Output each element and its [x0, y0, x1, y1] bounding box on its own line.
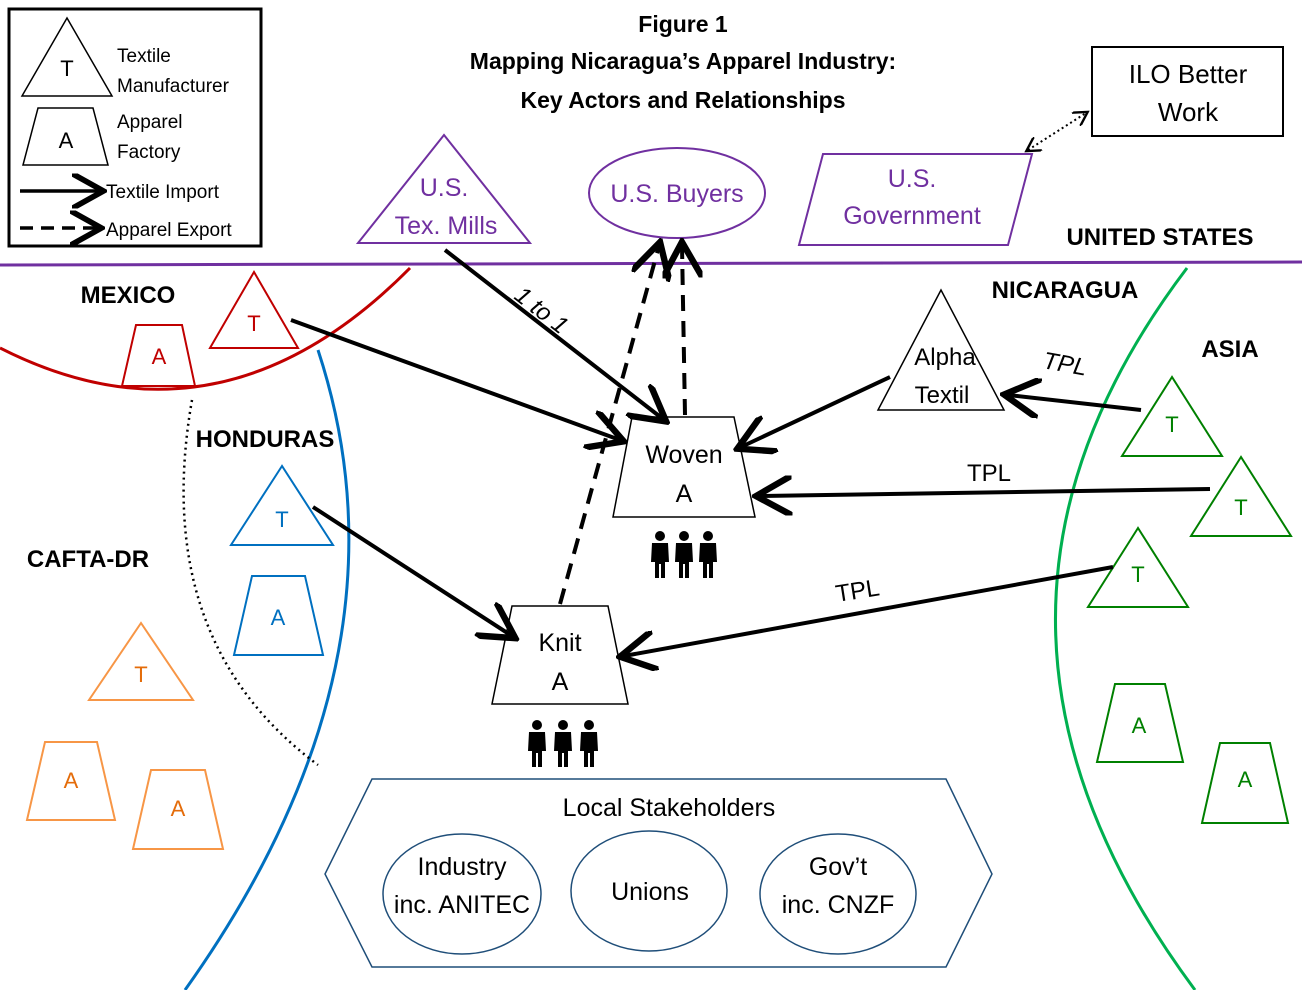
knit-apparel-factory: Knit A	[491, 605, 629, 705]
industry-line1: Industry	[418, 853, 507, 881]
import-arrow-honduras-to-knit	[311, 505, 512, 636]
honduras-boundary	[183, 349, 351, 990]
knit-line1: Knit	[538, 629, 581, 657]
ilo-line2: Work	[1158, 97, 1219, 127]
legend-textile-letter: T	[60, 56, 73, 81]
legend-import-label: Textile Import	[106, 182, 220, 203]
cafta-apparel-1-letter: A	[64, 768, 79, 793]
knit-workers-icon	[528, 720, 598, 767]
mexico-textile: T	[208, 270, 300, 349]
us-buyers-label: U.S. Buyers	[610, 180, 743, 208]
industry-line2: inc. ANITEC	[394, 891, 530, 919]
woven-apparel-factory: Woven A	[612, 416, 756, 518]
legend-apparel-line2: Factory	[117, 142, 181, 163]
mexico-apparel: A	[120, 324, 197, 387]
woven-line1: Woven	[645, 441, 722, 469]
us-mills-line1: U.S.	[420, 174, 469, 202]
legend-apparel-trapezoid	[22, 107, 109, 166]
region-label-cafta: CAFTA-DR	[27, 546, 149, 573]
mexico-apparel-letter: A	[152, 344, 167, 369]
import-arrow-us-mills-to-woven	[443, 248, 663, 419]
region-label-honduras: HONDURAS	[196, 426, 335, 453]
stakeholders-title: Local Stakeholders	[563, 794, 776, 822]
figure-title-line2: Key Actors and Relationships	[520, 87, 845, 113]
us-border-line	[0, 260, 1302, 267]
legend-textile-line2: Manufacturer	[117, 76, 230, 97]
export-arrow-knit-to-buyers	[558, 246, 659, 605]
tpl-label-3: TPL	[834, 574, 882, 608]
unions-label: Unions	[611, 878, 689, 906]
asia-textile-1: T	[1120, 375, 1224, 457]
import-arrow-asia-to-woven	[760, 489, 1211, 496]
cafta-textile: T	[87, 621, 195, 701]
asia-apparel-2-letter: A	[1238, 767, 1253, 792]
gov-line1: Gov’t	[809, 853, 867, 881]
honduras-textile-letter: T	[275, 507, 288, 532]
woven-line2: A	[676, 480, 693, 508]
ilo-line1: ILO Better	[1129, 59, 1248, 89]
asia-textile-3-letter: T	[1131, 562, 1144, 587]
honduras-apparel: A	[232, 575, 325, 656]
region-label-asia: ASIA	[1201, 336, 1258, 363]
asia-apparel-1-letter: A	[1132, 713, 1147, 738]
asia-boundary	[1054, 267, 1197, 990]
legend-apparel-line1: Apparel	[117, 112, 183, 133]
import-arrow-asia-to-alpha	[1008, 395, 1142, 410]
mexico-boundary	[0, 266, 412, 391]
legend-apparel-letter: A	[59, 128, 74, 153]
legend-textile-triangle	[20, 16, 114, 97]
us-gov-line1: U.S.	[888, 165, 937, 193]
us-government: U.S. Government	[797, 153, 1034, 246]
import-arrow-asia-to-knit	[624, 565, 1114, 656]
mexico-textile-letter: T	[247, 311, 260, 336]
us-gov-line2: Government	[843, 202, 981, 230]
legend: T Textile Manufacturer A Apparel Factory…	[7, 7, 263, 248]
knit-line2: A	[552, 668, 569, 696]
legend-textile-line1: Textile	[117, 46, 171, 67]
asia-apparel-2: A	[1200, 742, 1290, 824]
government-circle	[759, 833, 917, 955]
figure-number: Figure 1	[638, 11, 728, 37]
us-buyers: U.S. Buyers	[588, 147, 766, 239]
legend-export-label: Apparel Export	[106, 220, 232, 241]
export-arrow-woven-to-buyers	[682, 246, 685, 416]
region-label-mexico: MEXICO	[81, 282, 176, 309]
us-mills-line2: Tex. Mills	[395, 212, 498, 240]
one-to-one-label: 1 to 1	[509, 281, 573, 339]
ilo-gov-link	[1028, 113, 1086, 150]
asia-textile-2: T	[1189, 455, 1293, 537]
cafta-apparel-2: A	[131, 769, 225, 850]
cafta-apparel-2-letter: A	[171, 796, 186, 821]
woven-workers-icon	[651, 531, 717, 578]
us-textile-mills: U.S. Tex. Mills	[355, 133, 533, 244]
import-arrow-alpha-to-woven	[741, 375, 891, 447]
gov-line2: inc. CNZF	[782, 891, 895, 919]
cafta-apparel-1: A	[25, 741, 117, 821]
tpl-label-1: TPL	[1041, 347, 1089, 381]
ilo-better-work: ILO Better Work	[1091, 46, 1284, 137]
alpha-line2: Textil	[915, 382, 970, 409]
honduras-apparel-letter: A	[271, 605, 286, 630]
tpl-label-2: TPL	[967, 460, 1011, 487]
asia-textile-2-letter: T	[1234, 495, 1247, 520]
region-label-us: UNITED STATES	[1066, 224, 1253, 251]
industry-circle	[382, 833, 542, 955]
alpha-textil: Alpha Textil	[876, 288, 1006, 411]
unions-circle	[570, 830, 728, 952]
asia-textile-1-letter: T	[1165, 412, 1178, 437]
figure-title-line1: Mapping Nicaragua’s Apparel Industry:	[470, 48, 896, 74]
local-stakeholders-group: Local Stakeholders Industry inc. ANITEC …	[324, 778, 993, 968]
region-label-nicaragua: NICARAGUA	[992, 277, 1139, 304]
asia-apparel-1: A	[1095, 683, 1185, 763]
import-arrow-mexico-to-woven	[290, 318, 620, 440]
honduras-textile: T	[229, 464, 335, 546]
cafta-textile-letter: T	[134, 662, 147, 687]
alpha-line1: Alpha	[914, 344, 976, 371]
cafta-boundary	[182, 399, 319, 767]
